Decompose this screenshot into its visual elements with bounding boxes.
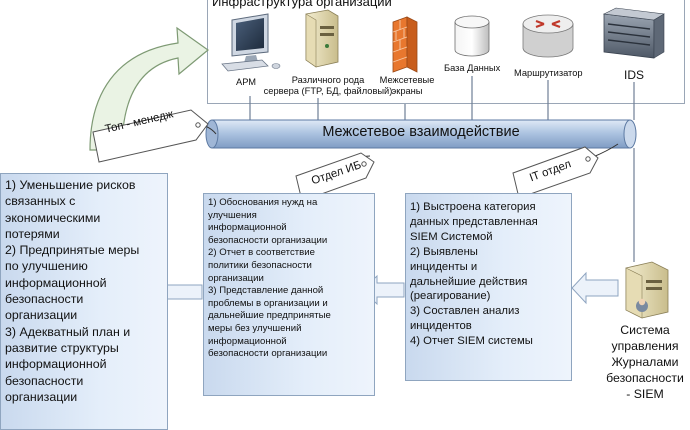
label-firewalls: Межсетевые экраны bbox=[379, 75, 435, 96]
label-ids: IDS bbox=[624, 68, 645, 82]
panel-top-management-text: 1) Уменьшение рисков связанных с экономи… bbox=[5, 178, 140, 404]
server-icon bbox=[305, 9, 339, 68]
infrastructure-title: Инфраструктура организации bbox=[212, 0, 392, 9]
ids-icon bbox=[602, 7, 665, 59]
panel-top-management: 1) Уменьшение рисков связанных с экономи… bbox=[0, 173, 168, 430]
bus-label: Межсетевое взаимодействие bbox=[322, 124, 520, 140]
database-icon bbox=[454, 15, 490, 57]
siem-label: Система управления Журналами безопасност… bbox=[606, 323, 684, 401]
panel-it-text: 1) Выстроена категория данных представле… bbox=[410, 201, 538, 348]
tag-top-management bbox=[92, 109, 209, 163]
arrow-siem-to-it bbox=[571, 271, 619, 305]
network-bus bbox=[205, 119, 637, 149]
icon-connectors bbox=[249, 76, 635, 262]
label-workstation: АРМ bbox=[236, 77, 257, 87]
label-router: Маршрутизатор bbox=[514, 68, 583, 78]
panel-infosec: 1) Обоснования нужд на улучшения информа… bbox=[203, 193, 375, 396]
panel-infosec-text: 1) Обоснования нужд на улучшения информа… bbox=[208, 197, 331, 360]
firewall-icon bbox=[392, 16, 418, 73]
curved-arrow-green bbox=[89, 26, 209, 151]
panel-it: 1) Выстроена категория данных представле… bbox=[405, 193, 572, 381]
siem-server-icon bbox=[625, 261, 669, 319]
label-servers: Различного рода сервера (FTP, БД, файлов… bbox=[263, 75, 393, 96]
router-icon bbox=[522, 14, 574, 58]
label-database: База Данных bbox=[444, 63, 501, 73]
workstation-icon bbox=[221, 13, 281, 72]
